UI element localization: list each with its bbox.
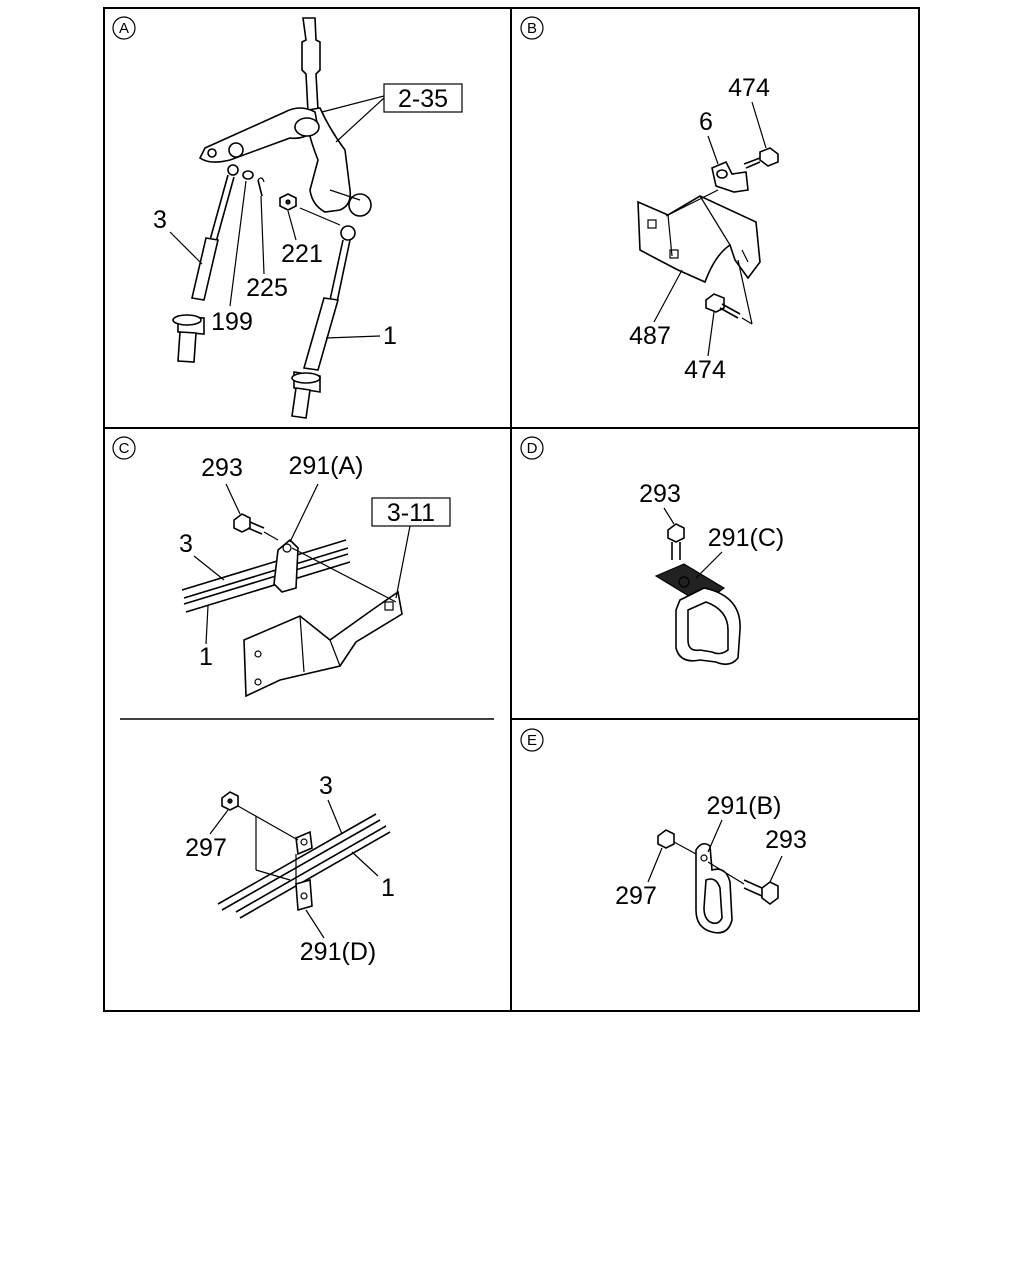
label-293-d: 293 <box>639 480 681 525</box>
label-1-lower: 1 <box>351 851 395 902</box>
panel-e-marker: E <box>520 728 544 752</box>
clip-291a <box>273 538 397 603</box>
label-6: 6 <box>699 108 719 165</box>
label-293-c: 293 <box>201 454 243 515</box>
panel-a-marker: A <box>112 16 136 40</box>
svg-text:1: 1 <box>381 874 395 902</box>
panel-d: D 293 291(C) <box>520 436 784 666</box>
nut-297-e <box>657 829 697 855</box>
clip-291d <box>295 830 313 912</box>
svg-text:B: B <box>527 20 537 37</box>
svg-text:199: 199 <box>211 308 253 336</box>
cable-3 <box>172 164 239 363</box>
label-2-35: 2-35 <box>321 83 463 143</box>
label-474-bottom: 474 <box>684 311 726 384</box>
svg-text:3-11: 3-11 <box>387 499 435 527</box>
nut-221 <box>279 193 341 226</box>
label-297-c: 297 <box>185 809 229 862</box>
panel-d-marker: D <box>520 436 544 460</box>
bolt-474-top <box>743 147 779 169</box>
bolt-293 <box>233 513 279 541</box>
svg-text:291(D): 291(D) <box>300 938 376 966</box>
svg-text:297: 297 <box>185 834 227 862</box>
svg-text:2-35: 2-35 <box>398 85 448 113</box>
svg-text:3: 3 <box>153 206 167 234</box>
label-3-c: 3 <box>179 530 225 581</box>
cables-3-1 <box>181 539 351 613</box>
svg-text:6: 6 <box>699 108 713 136</box>
svg-text:474: 474 <box>684 356 726 384</box>
panel-c: C 293 <box>112 436 451 966</box>
svg-text:3: 3 <box>319 772 333 800</box>
svg-text:291(A): 291(A) <box>288 452 363 480</box>
label-291a: 291(A) <box>288 452 364 543</box>
label-225: 225 <box>246 195 288 302</box>
svg-text:D: D <box>527 440 538 457</box>
svg-text:3: 3 <box>179 530 193 558</box>
label-487: 487 <box>629 269 683 350</box>
clip-6 <box>665 160 749 217</box>
nut-297 <box>221 791 299 881</box>
label-297-e: 297 <box>615 847 663 910</box>
svg-text:297: 297 <box>615 882 657 910</box>
svg-text:293: 293 <box>765 826 807 854</box>
label-199: 199 <box>211 180 253 336</box>
svg-text:C: C <box>119 440 130 457</box>
shift-lever <box>301 17 372 217</box>
bracket-plate <box>243 590 403 698</box>
clamp-291c <box>654 563 741 666</box>
svg-text:A: A <box>119 20 129 37</box>
svg-text:1: 1 <box>199 643 213 671</box>
svg-text:E: E <box>527 732 537 749</box>
svg-text:293: 293 <box>201 454 243 482</box>
panel-c-marker: C <box>112 436 136 460</box>
label-221: 221 <box>281 210 323 268</box>
panel-e: E 291(B) 293 297 <box>520 728 807 934</box>
bolt-293-d <box>667 523 685 560</box>
cable-1 <box>291 225 356 419</box>
label-3-11: 3-11 <box>371 497 451 599</box>
svg-text:293: 293 <box>639 480 681 508</box>
clip-291b <box>695 842 733 934</box>
svg-text:1: 1 <box>383 322 397 350</box>
panel-b-marker: B <box>520 16 544 40</box>
label-293-e: 293 <box>765 826 807 883</box>
panel-b: B 474 <box>520 16 779 384</box>
washer-199 <box>242 170 254 180</box>
label-3-lower: 3 <box>319 772 343 835</box>
bolt-474-bottom <box>705 259 753 325</box>
svg-text:487: 487 <box>629 322 671 350</box>
label-291d: 291(D) <box>300 909 376 966</box>
label-3: 3 <box>153 206 203 265</box>
pin-225 <box>257 177 265 197</box>
panel-a: A <box>112 16 463 419</box>
label-1: 1 <box>325 322 397 350</box>
lever-arm <box>198 107 320 163</box>
svg-text:221: 221 <box>281 240 323 268</box>
label-1-c: 1 <box>199 605 213 671</box>
cables-lower <box>217 813 391 919</box>
svg-text:291(B): 291(B) <box>706 792 781 820</box>
svg-text:474: 474 <box>728 74 770 102</box>
svg-text:225: 225 <box>246 274 288 302</box>
bracket-487 <box>637 195 761 284</box>
label-291b: 291(B) <box>706 792 782 853</box>
svg-text:291(C): 291(C) <box>708 524 784 552</box>
label-291c: 291(C) <box>695 524 784 579</box>
diagram-frame <box>103 7 920 1012</box>
label-474-top: 474 <box>728 74 770 149</box>
